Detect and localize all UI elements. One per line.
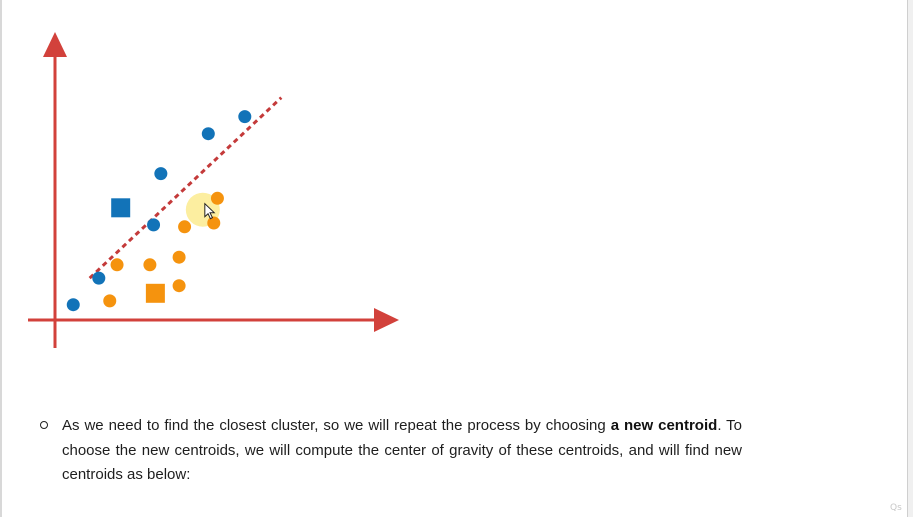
cluster-b-point-6 <box>178 220 192 234</box>
cluster-a-point-4 <box>154 167 168 181</box>
cluster-b-point-8 <box>210 191 224 205</box>
cluster-a-points <box>66 110 252 312</box>
cluster-b-point-2 <box>110 258 124 272</box>
page-scrollbar[interactable] <box>907 0 913 517</box>
watermark-badge: Qs <box>890 503 902 513</box>
mouse-pointer-icon <box>204 202 216 220</box>
cluster-a-point-2 <box>92 271 106 285</box>
cluster-b-centroid <box>145 283 165 303</box>
cluster-b-point-4 <box>172 250 186 264</box>
cluster-b-point-1 <box>103 294 117 308</box>
cluster-a-point-5 <box>201 127 215 141</box>
cluster-a-point-3 <box>147 218 161 232</box>
axes <box>28 32 399 348</box>
cluster-b-point-5 <box>172 279 186 293</box>
x-axis-arrowhead <box>374 308 399 332</box>
cluster-b-point-7 <box>207 216 221 230</box>
page-left-border <box>0 0 2 517</box>
bullet-text-rest: . To choose the new centroids, we will c… <box>62 417 743 483</box>
bullet-paragraph: As we need to find the closest cluster, … <box>40 414 750 488</box>
cluster-a-point-6 <box>238 110 252 124</box>
kmeans-cluster-diagram <box>28 32 399 348</box>
y-axis-arrowhead <box>43 32 67 57</box>
cluster-a-point-1 <box>66 298 80 312</box>
cluster-b-point-3 <box>143 258 157 272</box>
bullet-text: As we need to find the closest cluster, … <box>62 414 742 488</box>
cluster-a-centroid <box>111 198 131 218</box>
bullet-circle-icon <box>40 421 48 429</box>
cluster-b-points <box>103 191 224 308</box>
bullet-text-bold: a new centroid <box>610 417 718 434</box>
bullet-text-intro: As we need to find the closest cluster, … <box>62 417 611 434</box>
cluster-boundary-line <box>88 96 283 280</box>
